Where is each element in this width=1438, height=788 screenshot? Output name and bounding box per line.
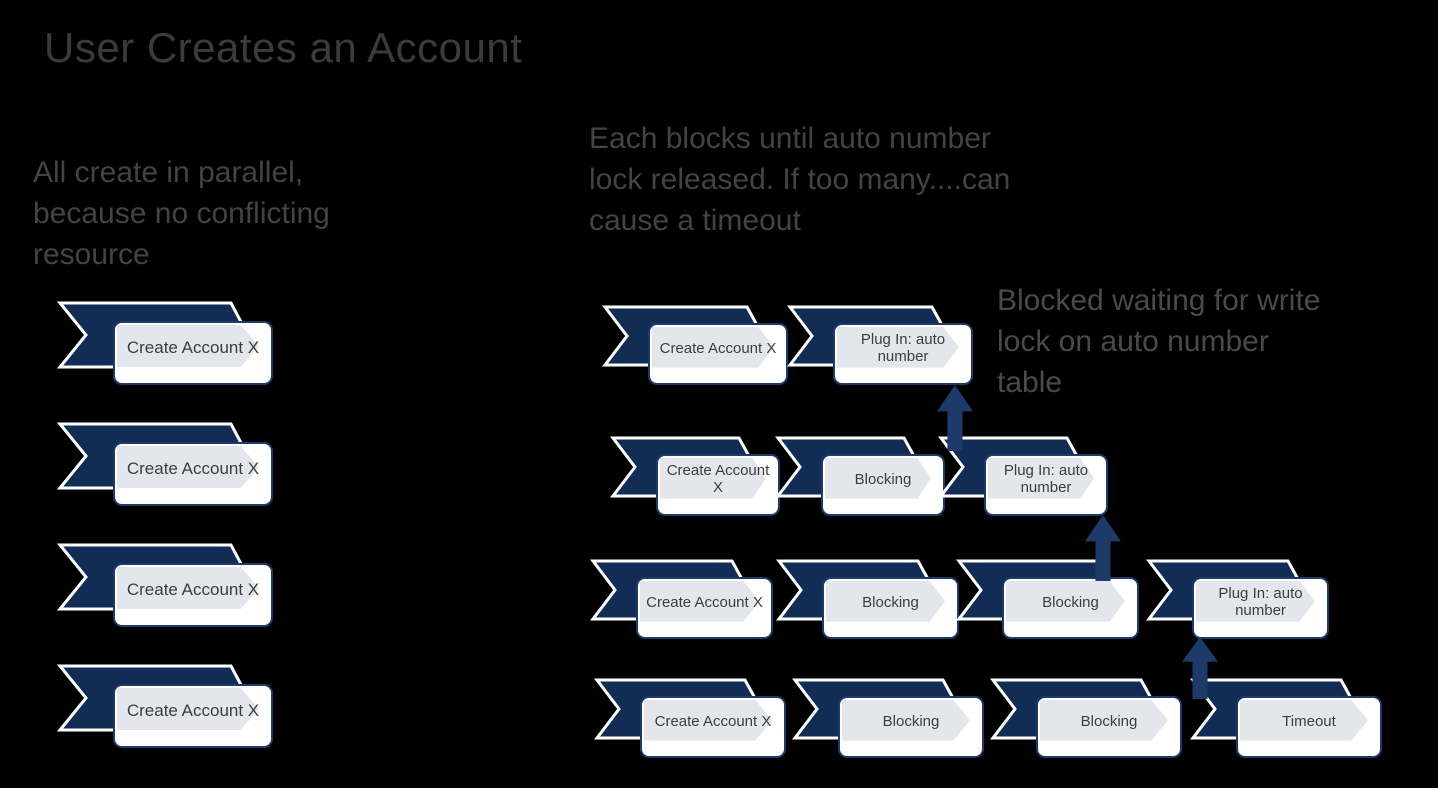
right-note-text: Each blocks until auto number lock relea… (589, 122, 1011, 238)
stage-label: Plug In: auto number (1003, 462, 1089, 496)
inner-chevron-icon (117, 325, 259, 367)
stage-box: Create Account X (636, 577, 773, 639)
slide-title: User Creates an Account (44, 24, 523, 71)
inner-chevron-icon (1006, 581, 1125, 622)
inner-chevron-icon (117, 688, 259, 730)
inner-chevron-icon (660, 458, 766, 499)
stage-label: Blocking (1080, 712, 1138, 730)
stage-label: Blocking (854, 470, 912, 488)
inner-chevron-icon (1040, 700, 1168, 741)
stage-label: Blocking (882, 712, 940, 730)
inner-chevron-icon (837, 327, 959, 368)
stage-label: Plug In: auto number (860, 331, 946, 365)
inner-chevron-icon (117, 567, 259, 609)
inner-chevron-icon (988, 458, 1094, 499)
stage-box: Create Account X (113, 442, 273, 506)
annotation-text: Blocked waiting for write lock on auto n… (997, 284, 1321, 400)
stage-label: Plug In: auto number (1218, 585, 1303, 619)
stage-box: Create Account X (113, 684, 273, 748)
stage-box: Blocking (822, 577, 959, 639)
inner-chevron-icon (1240, 700, 1368, 741)
stage-label: Create Account X (126, 459, 260, 479)
inner-chevron-icon (825, 458, 931, 499)
stage-box: Create Account X (113, 563, 273, 627)
inner-chevron-icon (640, 581, 759, 622)
stage-label: Create Account X (654, 712, 772, 730)
stage-box: Create Account X (640, 696, 786, 758)
stage-box: Plug In: auto number (984, 454, 1108, 516)
stage-box: Create Account X (113, 321, 273, 385)
stage-box: Blocking (838, 696, 984, 758)
stage-label: Create Account X (126, 338, 260, 358)
inner-chevron-icon (652, 327, 774, 368)
stage-box: Timeout (1236, 696, 1382, 758)
stage-label: Blocking (862, 593, 919, 611)
inner-chevron-icon (826, 581, 945, 622)
stage-box: Plug In: auto number (833, 323, 973, 385)
inner-chevron-icon (644, 700, 772, 741)
stage-box: Blocking (1036, 696, 1182, 758)
stage-label: Timeout (1282, 712, 1336, 730)
stage-label: Create Account X (126, 580, 260, 600)
inner-chevron-icon (842, 700, 970, 741)
stage-box: Create Account X (648, 323, 788, 385)
stage-label: Create Account X (646, 593, 763, 611)
stage-box: Plug In: auto number (1192, 577, 1329, 639)
stage-label: Create Account X (126, 701, 260, 721)
stage-label: Create Account X (666, 462, 770, 496)
stage-box: Create Account X (656, 454, 780, 516)
stage-label: Blocking (1042, 593, 1099, 611)
stage-label: Create Account X (659, 339, 777, 357)
left-note-text: All create in parallel, because no confl… (33, 156, 330, 272)
stage-box: Blocking (821, 454, 945, 516)
inner-chevron-icon (117, 446, 259, 488)
stage-box: Blocking (1002, 577, 1139, 639)
inner-chevron-icon (1196, 581, 1315, 622)
